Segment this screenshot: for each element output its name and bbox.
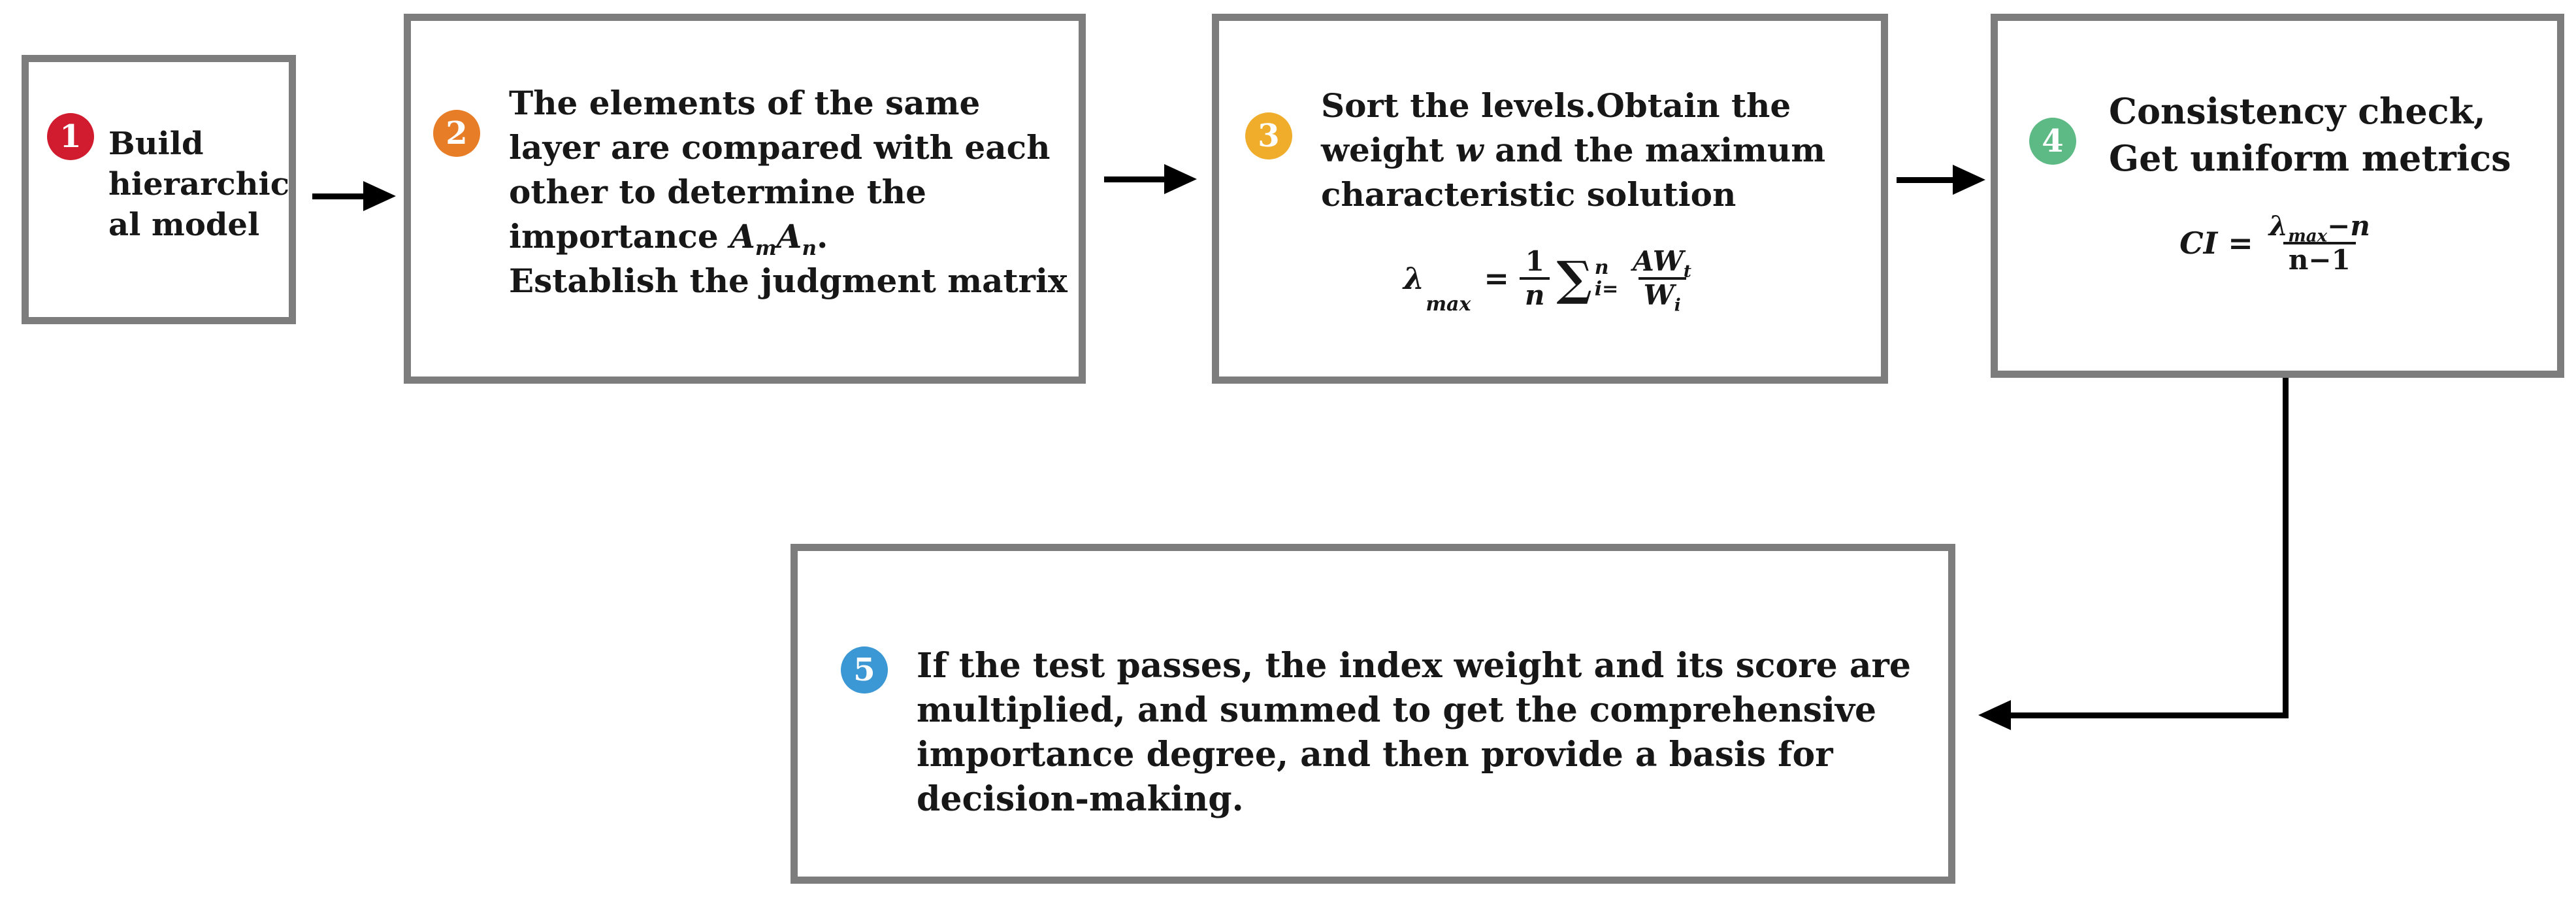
step-2-line-1: The elements of the same bbox=[509, 84, 981, 122]
step-2-content: 2 The elements of the same layer are com… bbox=[411, 21, 1079, 303]
step-1-content: 1 Build hierarchic al model bbox=[29, 62, 289, 245]
arrow-1-2-shaft bbox=[312, 193, 368, 199]
sigma-limits: n i= bbox=[1594, 256, 1619, 301]
step-2-line-4: importance AmAn. bbox=[509, 217, 828, 260]
step-3-line-2: weight w and the maximum bbox=[1321, 131, 1826, 169]
step-4-text: Consistency check, Get uniform metrics bbox=[2109, 88, 2511, 182]
step-4-box: 4 Consistency check, Get uniform metrics… bbox=[1991, 14, 2564, 378]
var-A-n: An bbox=[776, 217, 817, 260]
arrow-3-4-head bbox=[1953, 165, 1985, 195]
step-1-box: 1 Build hierarchic al model bbox=[22, 55, 296, 324]
step-1-badge: 1 bbox=[47, 113, 94, 160]
fraction-lambda-minus-n: λmax−n n−1 bbox=[2268, 210, 2370, 276]
step-5-box: 5 If the test passes, the index weight a… bbox=[791, 544, 1955, 884]
step-3-text: Sort the levels.Obtain the weight w and … bbox=[1321, 84, 1825, 217]
fraction-1-over-n: 1 n bbox=[1519, 245, 1550, 312]
fraction-AWt-over-Wi: AWt Wi bbox=[1633, 245, 1691, 316]
step-3-formula: λ max = 1 n ∑ n i= AWt Wi bbox=[1219, 245, 1881, 316]
step-2-badge: 2 bbox=[433, 110, 480, 157]
arrow-4-5-head bbox=[1978, 700, 2011, 730]
step-5-text: If the test passes, the index weight and… bbox=[917, 646, 1911, 819]
step-2-text: The elements of the same layer are compa… bbox=[509, 81, 1068, 303]
step-4-line-2: Get uniform metrics bbox=[2109, 137, 2511, 179]
step-3-box: 3 Sort the levels.Obtain the weight w an… bbox=[1212, 14, 1888, 384]
step-2-line-2: layer are compared with each bbox=[509, 128, 1051, 167]
step-3-line-3: characteristic solution bbox=[1321, 175, 1736, 214]
equals-sign: = bbox=[1484, 261, 1509, 297]
sigma-symbol: ∑ bbox=[1556, 250, 1592, 307]
lambda-subscript: max bbox=[1426, 292, 1471, 316]
step-2-box: 2 The elements of the same layer are com… bbox=[404, 14, 1086, 384]
step-4-line-1: Consistency check, bbox=[2109, 90, 2486, 132]
arrow-1-2-head bbox=[363, 181, 396, 211]
step-1-text: Build hierarchic al model bbox=[108, 126, 289, 243]
equals-sign: = bbox=[2228, 226, 2253, 261]
arrow-2-3-head bbox=[1164, 164, 1197, 194]
arrow-4-5-vertical-shaft bbox=[2283, 378, 2289, 715]
arrow-3-4-shaft bbox=[1897, 177, 1957, 183]
step-2-line-5: Establish the judgment matrix bbox=[509, 261, 1068, 300]
ci-symbol: CI bbox=[2179, 226, 2218, 261]
step-4-badge: 4 bbox=[2029, 118, 2076, 165]
step-5-badge: 5 bbox=[841, 646, 888, 694]
step-4-formula: CI = λmax−n n−1 bbox=[1998, 210, 2557, 276]
arrow-4-5-horizontal-shaft bbox=[2010, 712, 2289, 718]
step-3-line-1: Sort the levels.Obtain the bbox=[1321, 86, 1791, 125]
step-5-content: 5 If the test passes, the index weight a… bbox=[798, 551, 1948, 822]
step-2-line-3: other to determine the bbox=[509, 173, 926, 211]
var-A-m: Am bbox=[730, 217, 777, 260]
step-3-badge: 3 bbox=[1245, 112, 1292, 159]
step-3-content: 3 Sort the levels.Obtain the weight w an… bbox=[1219, 21, 1881, 217]
lambda-symbol: λ bbox=[1403, 261, 1425, 297]
arrow-2-3-shaft bbox=[1104, 176, 1168, 182]
var-w: w bbox=[1455, 131, 1484, 169]
step-4-content: 4 Consistency check, Get uniform metrics bbox=[1998, 21, 2557, 182]
